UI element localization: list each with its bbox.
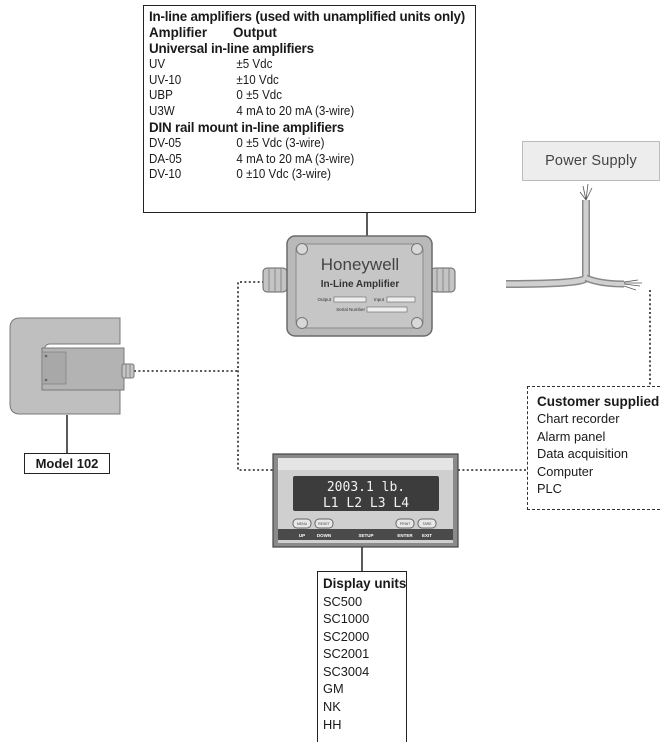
btn-tare: TARE [422, 522, 432, 526]
amp-output: 0 ±5 Vdc (3-wire) [236, 135, 325, 150]
btn-reset: RESET [318, 522, 331, 526]
display-button[interactable] [395, 518, 415, 529]
display-units-box: Display units SC500 SC1000 SC2000 SC2001… [317, 571, 407, 742]
btn-print: PRINT [400, 522, 411, 526]
customer-supplied-box: Customer supplied Chart recorder Alarm p… [527, 386, 660, 510]
display-button[interactable] [417, 518, 437, 529]
list-item: Data acquisition [537, 446, 629, 462]
col-output: Output [233, 25, 277, 40]
list-item: SC1000 [323, 611, 370, 627]
table-row: DA-05 4 mA to 20 mA (3-wire) [149, 152, 444, 168]
list-item: Chart recorder [537, 411, 620, 426]
amp-model: UV-10 [149, 72, 182, 87]
power-supply-box: Power Supply [522, 141, 660, 181]
list-item: SC500 [323, 593, 363, 609]
amp-input-label: Input [374, 297, 385, 302]
table-row: DV-05 0 ±5 Vdc (3-wire) [149, 136, 444, 152]
lbl-down: DOWN [317, 533, 331, 538]
amplifier-brand: Honeywell [321, 255, 399, 274]
table-row: DV-10 0 ±10 Vdc (3-wire) [149, 167, 444, 183]
lcd-line-2: L1 L2 L3 L4 [323, 496, 409, 511]
amp-output: 4 mA to 20 mA (3-wire) [236, 104, 355, 119]
table-row: UV ±5 Vdc [149, 57, 444, 73]
universal-heading: Universal in-line amplifiers [149, 41, 314, 56]
lbl-exit: EXIT [422, 533, 432, 538]
amp-model: UBP [149, 88, 173, 103]
display-units-title: Display units [323, 576, 407, 591]
table-row: UV-10 ±10 Vdc [149, 73, 444, 89]
btn-menu: MENU [297, 522, 308, 526]
display-panel: 2003.1 lb. L1 L2 L3 L4 MENU RESET PRINT … [272, 453, 459, 548]
amp-model: U3W [149, 104, 175, 119]
list-item: GM [323, 681, 344, 697]
inline-amplifier-device: Honeywell In-Line Amplifier Output Input… [262, 235, 456, 337]
model-label: Model 102 [35, 456, 99, 471]
customer-title: Customer supplied [537, 394, 660, 409]
list-item: SC2001 [323, 646, 370, 662]
amp-model: DA-05 [149, 151, 182, 166]
lbl-enter: ENTER [397, 533, 413, 538]
amp-output: 0 ±5 Vdc [236, 88, 283, 103]
amplifier-table-header: Amplifier Output [149, 25, 470, 41]
lbl-up: UP [299, 533, 305, 538]
amplifier-name: In-Line Amplifier [321, 279, 400, 290]
power-supply-label: Power Supply [545, 153, 637, 169]
amp-output-label: Output [317, 297, 331, 302]
amp-output: ±5 Vdc [236, 57, 273, 71]
amp-output: 4 mA to 20 mA (3-wire) [236, 151, 355, 166]
dotted-connectors [134, 281, 651, 471]
din-heading: DIN rail mount in-line amplifiers [149, 119, 345, 135]
col-amplifier: Amplifier [149, 25, 208, 40]
lcd-line-1: 2003.1 lb. [327, 480, 405, 495]
load-cell-device [9, 317, 135, 415]
display-button[interactable] [314, 518, 334, 529]
model-label-box: Model 102 [24, 453, 110, 474]
power-cable [505, 183, 642, 291]
amp-output: ±10 Vdc [236, 72, 279, 87]
table-row: UBP 0 ±5 Vdc [149, 88, 444, 104]
amp-serial-label: Serial Number [336, 307, 365, 312]
amp-model: DV-10 [149, 167, 182, 182]
list-item: Computer [537, 463, 594, 479]
amp-model: UV [149, 57, 166, 71]
lbl-setup: SETUP [358, 533, 373, 538]
table-row: U3W 4 mA to 20 mA (3-wire) [149, 104, 444, 120]
display-button[interactable] [292, 518, 312, 529]
amplifier-table-title: In-line amplifiers (used with unamplifie… [149, 9, 466, 24]
list-item: NK [323, 699, 341, 715]
amp-to-display-connector [237, 281, 273, 471]
amplifier-table: In-line amplifiers (used with unamplifie… [143, 5, 476, 213]
amp-model: DV-05 [149, 135, 182, 150]
list-item: Alarm panel [537, 428, 606, 444]
list-item: HH [323, 716, 342, 732]
list-item: PLC [537, 481, 562, 497]
list-item: SC2000 [323, 628, 370, 644]
amp-output: 0 ±10 Vdc (3-wire) [236, 167, 331, 182]
list-item: SC3004 [323, 663, 370, 679]
